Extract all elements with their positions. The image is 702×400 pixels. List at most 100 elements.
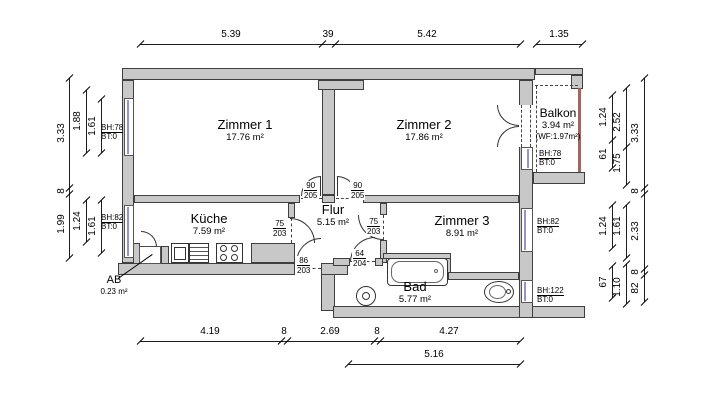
door-arc-ab [141, 231, 157, 247]
dim-line-top-balcony [536, 44, 582, 45]
dim-label: 8 [281, 326, 287, 337]
balcony-dashed-left [536, 86, 537, 172]
wall-bad-right-of-door [375, 258, 383, 266]
dim-line-left-inner-d [101, 200, 102, 253]
bad-sink-tap [506, 289, 511, 294]
window-zimmer3-glass [524, 210, 526, 250]
dim-line-left-inner-b [101, 99, 102, 153]
wall-divider-z1-z2 [322, 80, 335, 195]
window-kueche [124, 205, 134, 258]
dim-line-left-inner-a [86, 90, 87, 153]
dim-line-bottom [140, 341, 520, 342]
stove-burner [231, 254, 238, 261]
french-door-dashed-2 [530, 105, 531, 147]
dim-label: 8 [374, 326, 380, 337]
window-zimmer3 [521, 208, 533, 252]
dim-line-right2-top [626, 88, 627, 185]
dim-line-right1-top [612, 95, 613, 168]
door-dashed-zimmer2 [336, 198, 363, 199]
wall-bottom-bad [333, 306, 585, 318]
toilet-inner [362, 292, 370, 300]
wall-bad-left [333, 258, 350, 266]
bathtub-drain [434, 269, 438, 273]
dim-label: 82 [630, 282, 641, 294]
dim-label: 39 [322, 29, 334, 40]
dim-label: 1.61 [612, 216, 623, 236]
french-door-leaf-upper [497, 105, 519, 126]
dim-label: 4.19 [200, 326, 220, 337]
dim-label: 5.16 [424, 349, 444, 360]
dim-line-right1-mid [612, 205, 613, 248]
door-leaf-zimmer2 [337, 176, 338, 196]
dim-label: 1.61 [87, 216, 98, 236]
dim-label: 1.24 [598, 216, 609, 236]
dim-label: 2.69 [320, 326, 340, 337]
wall-mid-a [134, 195, 300, 203]
dim-label: 5.42 [417, 29, 437, 40]
wall-top [122, 68, 535, 80]
french-door-leaf-lower [497, 126, 519, 147]
balcony-dashed-top [535, 85, 578, 86]
wall-divider-notch [318, 80, 364, 90]
dim-line-right2-bot [626, 264, 627, 304]
wall-balcony-bottom [533, 172, 585, 184]
dim-label: 1.61 [87, 116, 98, 136]
dim-label: 5.39 [221, 29, 241, 40]
kitchen-sink-basin [174, 247, 186, 260]
window-zimmer1 [124, 98, 134, 156]
window-bad-glass [524, 282, 526, 301]
door-dashed-ab [141, 246, 157, 247]
kitchen-drainer [189, 243, 209, 263]
french-door-dashed-1 [521, 105, 522, 147]
window-balcony-glass [527, 149, 529, 168]
wall-bottom-kitchen [118, 263, 295, 275]
dim-label: 61 [598, 148, 609, 160]
dim-label: 1.88 [72, 111, 83, 131]
wall-kueche-flur [288, 203, 295, 218]
dim-label: 1.10 [612, 277, 623, 297]
wall-ab-jamb-right [161, 246, 169, 264]
bad-sink-basin [489, 285, 506, 299]
dim-label: 67 [598, 276, 609, 288]
dim-label: 1.75 [612, 153, 623, 173]
dim-line-top [140, 44, 520, 45]
door-dashed-kueche [291, 218, 292, 243]
door-dashed-zimmer3 [383, 215, 384, 240]
french-door-opening [519, 105, 533, 147]
dim-label: 3.33 [630, 123, 641, 143]
wall-flur-z3-bottom [380, 240, 387, 263]
wall-z3-bad [448, 272, 519, 280]
room-label-ab: AB 0.23 m² [100, 274, 128, 296]
stove-burner [220, 245, 227, 252]
dim-line-right3 [644, 78, 645, 302]
window-zimmer1-glass [127, 100, 129, 154]
dim-label: 4.27 [439, 326, 459, 337]
window-bad [521, 280, 533, 303]
wall-flur-z3-top [380, 203, 387, 215]
dim-line-left-outer [69, 78, 70, 258]
dim-line-right1-bot [612, 266, 613, 298]
wall-mid-b [322, 195, 335, 203]
wall-kueche-duct [251, 243, 295, 263]
dim-label: 3.33 [56, 123, 67, 143]
room-label-balkon: Balkon 3.94 m² (WF:1.97m²) [535, 106, 581, 141]
stove-burner [220, 254, 227, 261]
stove-burner [231, 245, 238, 252]
wall-mid-c [363, 195, 519, 203]
